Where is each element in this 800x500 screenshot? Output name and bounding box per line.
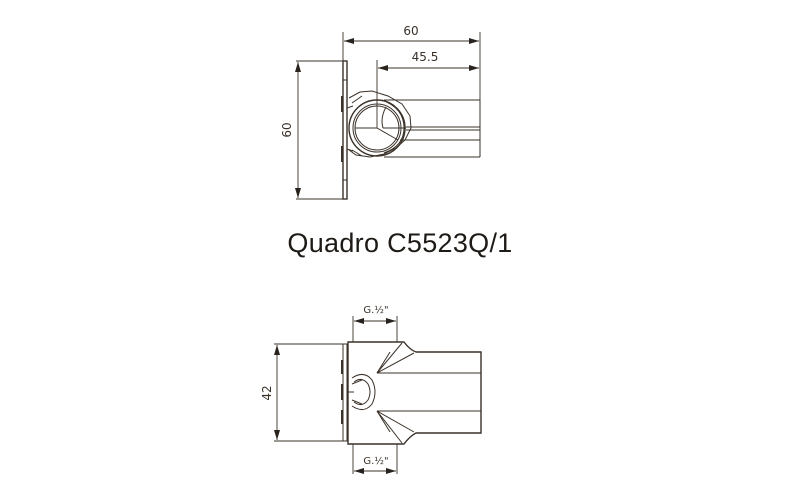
valve-circle	[348, 99, 406, 157]
dimension-label-60-width: 60	[403, 24, 418, 38]
side-view: G.½" G.½" 42	[260, 304, 482, 474]
dimension-label-top-thread: G.½"	[363, 304, 388, 316]
dimension-inner-width: 45.5	[376, 50, 479, 128]
side-body	[347, 341, 482, 445]
dimension-side-height: 42	[260, 343, 344, 442]
side-plate	[341, 343, 348, 442]
dimension-overall-width: 60	[342, 24, 481, 100]
dimension-label-42: 42	[260, 385, 274, 400]
dimension-label-60-height: 60	[280, 122, 294, 137]
dimension-label-45-5: 45.5	[412, 50, 439, 64]
dimension-top-thread: G.½"	[352, 304, 398, 342]
product-title: Quadro C5523Q/1	[287, 228, 513, 258]
dimension-bottom-thread: G.½"	[352, 444, 398, 474]
dimension-label-bottom-thread: G.½"	[363, 455, 388, 467]
wall-plate	[341, 60, 348, 200]
body-tube	[384, 99, 481, 158]
top-view: 60 45.5 60	[280, 24, 481, 200]
dimension-height: 60	[280, 60, 343, 200]
